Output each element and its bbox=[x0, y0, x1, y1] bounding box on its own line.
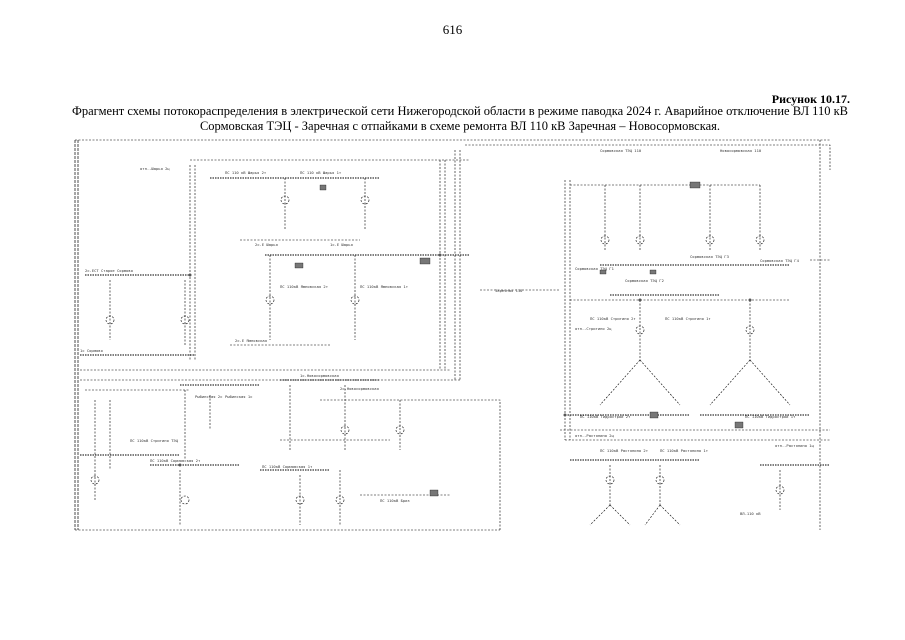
diagram-label: Сормовская ТЭЦ Г3 bbox=[690, 254, 729, 259]
diagram-label: Сормовская ТЭЦ Г1 bbox=[575, 266, 615, 271]
breaker-symbols bbox=[178, 181, 752, 497]
diagram-labels: Сормовская ТЭЦ 110 Новосормовская 110 от… bbox=[80, 148, 815, 516]
diagram-label: ПС 110кВ Стригино 1т bbox=[665, 316, 711, 321]
page-number: 616 bbox=[442, 22, 463, 37]
diagram-label: Сормовская ТЭЦ Г4 bbox=[760, 258, 800, 263]
diagram-label: 2с.Е Ямновская bbox=[235, 338, 267, 343]
diagram-label: ПС 110кВ Стригино ТЭЦ bbox=[130, 438, 179, 443]
top-region bbox=[189, 144, 831, 380]
diagram-label: отп.-Стригино 2ц bbox=[575, 326, 612, 331]
diagram-label: ПС 110кВ Ямновская 2т bbox=[280, 284, 328, 289]
transformer-symbols bbox=[90, 195, 785, 505]
caption-line-1: Фрагмент схемы потокораспределения в эле… bbox=[72, 104, 848, 118]
diagram-label: отп.-Шарья 2ц bbox=[140, 166, 170, 171]
diagram-label: 2с.Новосормовская bbox=[340, 386, 379, 391]
diagram-label: отп.-Растяпино 2ц bbox=[575, 433, 615, 438]
diagram-label: ПС 110кВ Сормовская 1т bbox=[262, 464, 312, 469]
diagram-label: ПС 110кВ Гидрострой 2т bbox=[580, 414, 630, 419]
diagram-label: ВЛ-110 кВ bbox=[740, 511, 761, 516]
diagram-label: Заречная 110 bbox=[495, 288, 523, 293]
left-region bbox=[80, 274, 460, 500]
diagram-label: ПС 110 кВ Шарья 1т bbox=[300, 170, 341, 175]
diagram-label: 1с.Новосормовская bbox=[300, 373, 339, 378]
caption-line-2: Сормовская ТЭЦ - Заречная с отпайками в … bbox=[199, 119, 721, 133]
diagram-label: ПС 110кВ Ямновская 1т bbox=[360, 284, 408, 289]
diagram-label: Сормовская ТЭЦ Г2 bbox=[625, 278, 664, 283]
left-frame bbox=[74, 139, 830, 531]
figure-caption: Фрагмент схемы потокораспределения в эле… bbox=[60, 104, 860, 134]
diagram-label: 2с.Е Шарья bbox=[255, 242, 278, 247]
diagram-label: Рыбинская 2с bbox=[195, 394, 222, 399]
diagram-label: ПС 110кВ Растяпино 1т bbox=[660, 448, 708, 453]
diagram-label: отп.-Растяпино 1ц bbox=[775, 443, 815, 448]
diagram-label: 1с Сормово bbox=[80, 348, 104, 353]
diagram-label: ПС 110кВ Растяпино 2т bbox=[600, 448, 648, 453]
diagram-label: 1с.Е Шарья bbox=[330, 242, 353, 247]
figure-label: Рисунок 10.17. bbox=[771, 92, 850, 106]
diagram-label: 2с.ЕСТ Старое Сормово bbox=[85, 268, 134, 273]
diagram-label: ПС 110кВ Гидрострой 1т bbox=[745, 414, 795, 419]
diagram-label: Сормовская ТЭЦ 110 bbox=[600, 148, 642, 153]
diagram-label: Рыбинская 1с bbox=[225, 394, 252, 399]
diagram-label: ПС 110 кВ Шарья 2т bbox=[225, 170, 266, 175]
right-region bbox=[480, 140, 830, 530]
middle-region bbox=[150, 379, 501, 530]
diagram-label: ПС 110кВ Сормовская 2т bbox=[150, 458, 200, 463]
diagram-label: Новосормовская 110 bbox=[720, 148, 762, 153]
diagram-label: ПС 110кВ Стригино 2т bbox=[590, 316, 636, 321]
diagram-label: ПС 110кВ Бриз bbox=[380, 498, 410, 503]
